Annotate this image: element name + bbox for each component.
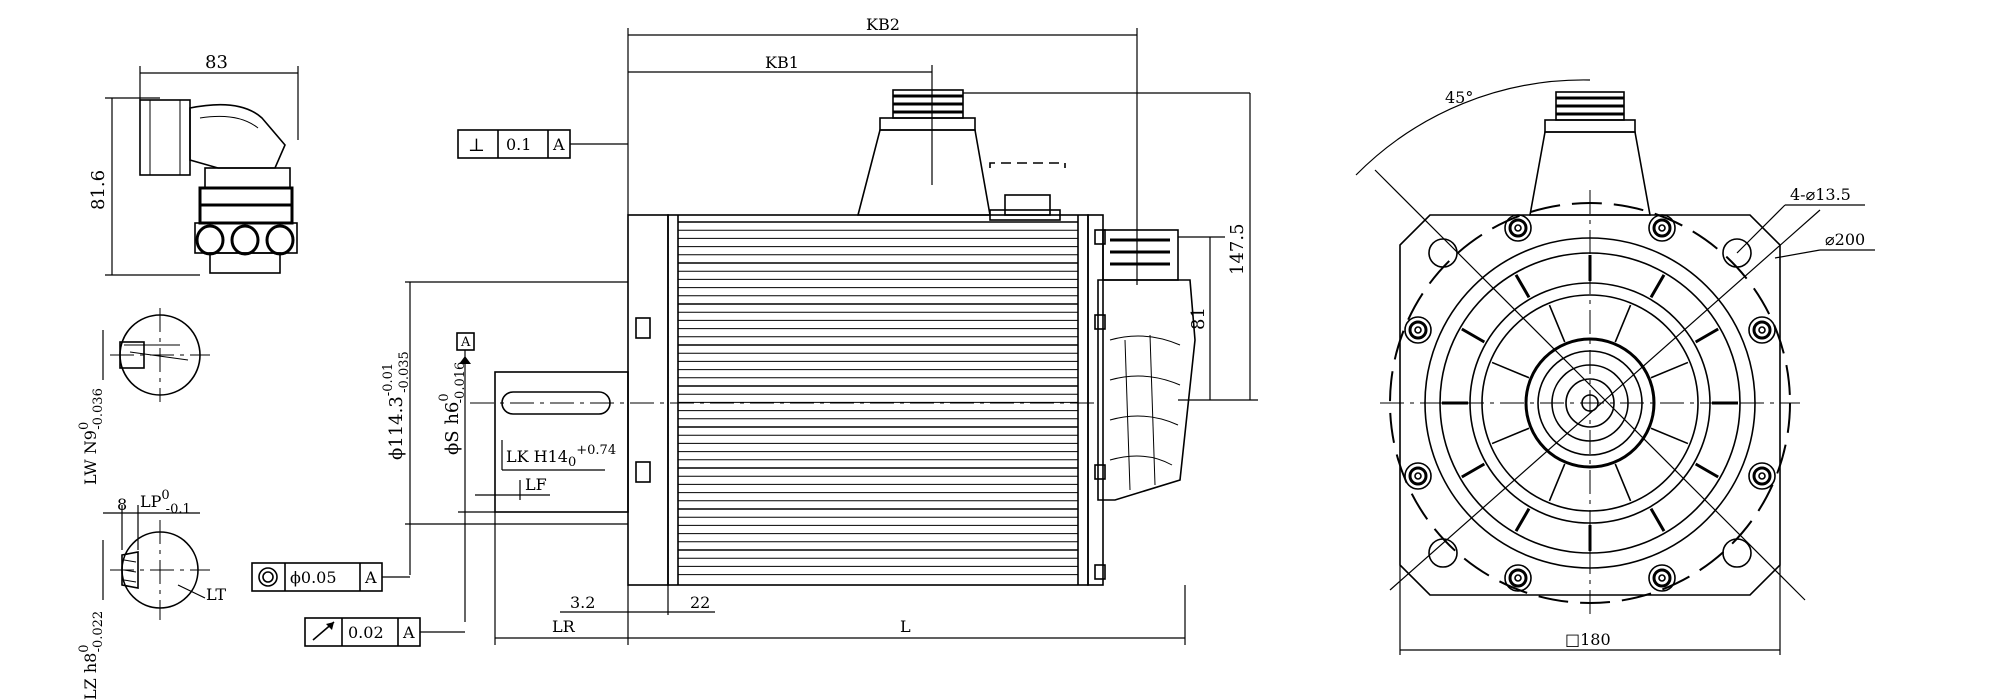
rib xyxy=(1461,327,1486,344)
bolt-head xyxy=(1748,462,1776,490)
keyway-view-lz: 8 LP0-0.1 LT LZ h80-0.022 xyxy=(77,488,226,700)
dim-83-label: 83 xyxy=(205,52,228,73)
rib xyxy=(1461,462,1486,479)
pcd-label: ⌀200 xyxy=(1825,230,1865,249)
lw-label: LW N90-0.036 xyxy=(77,388,106,485)
lt-label: LT xyxy=(206,585,226,604)
datum-a-box: A xyxy=(460,335,471,350)
shaft-dia-label: ϕS h60-0.016 xyxy=(437,362,468,455)
dim-81-6-label: 81.6 xyxy=(88,170,109,210)
bolt-head xyxy=(1648,214,1676,242)
bolt-head xyxy=(1648,564,1676,592)
lk-label: LK H140+0.74 xyxy=(506,443,616,470)
lr-label: LR xyxy=(552,617,576,636)
front-view: 45° 4-⌀13.5 ⌀200 □180 xyxy=(1355,79,1875,655)
lz-label: LZ h80-0.022 xyxy=(77,611,106,700)
lf-label: LF xyxy=(525,475,547,494)
square-180-label: □180 xyxy=(1565,630,1611,649)
bolt-head xyxy=(1404,316,1432,344)
conc-value: ϕ0.05 xyxy=(290,568,337,587)
holes-label: 4-⌀13.5 xyxy=(1790,185,1851,204)
flange-dia-label: ϕ114.3-0.01-0.035 xyxy=(381,351,412,460)
kb1-label: KB1 xyxy=(765,53,799,72)
dim-8-label: 8 xyxy=(117,495,127,514)
dim-3-2-label: 3.2 xyxy=(570,593,595,612)
rib xyxy=(1649,507,1666,532)
l-label: L xyxy=(900,617,911,636)
mount-hole-br xyxy=(1722,538,1752,568)
perp-value: 0.1 xyxy=(506,135,531,154)
conc-datum: A xyxy=(364,568,377,587)
bolt-head xyxy=(1504,214,1532,242)
bolt-head xyxy=(1404,462,1432,490)
mount-hole-tr xyxy=(1722,238,1752,268)
dim-147-5-label: 147.5 xyxy=(1227,223,1248,275)
runout-value: 0.02 xyxy=(348,623,384,642)
rib xyxy=(1694,327,1719,344)
perp-datum: A xyxy=(552,135,565,154)
mount-hole-tl xyxy=(1428,238,1458,268)
rib xyxy=(1514,274,1531,299)
lp-label: LP0-0.1 xyxy=(140,488,191,517)
keyway-view-lw: LW N90-0.036 xyxy=(77,308,210,485)
rib xyxy=(1649,274,1666,299)
runout-datum: A xyxy=(402,623,415,642)
perp-symbol: ⊥ xyxy=(468,135,485,156)
rib xyxy=(1514,507,1531,532)
angle-45-label: 45° xyxy=(1445,88,1473,107)
side-view: KB2 KB1 ⊥ 0.1 A xyxy=(251,15,1258,647)
connector-view: 83 81.6 xyxy=(88,52,299,276)
bolt-head xyxy=(1748,316,1776,344)
mount-hole-bl xyxy=(1428,538,1458,568)
dim-81-label: 81 xyxy=(1188,307,1209,330)
cooling-fins xyxy=(677,215,1079,585)
kb2-label: KB2 xyxy=(866,15,900,34)
bolt-heads xyxy=(1404,214,1776,592)
rib xyxy=(1694,462,1719,479)
bolt-head xyxy=(1504,564,1532,592)
dim-22-label: 22 xyxy=(690,593,710,612)
